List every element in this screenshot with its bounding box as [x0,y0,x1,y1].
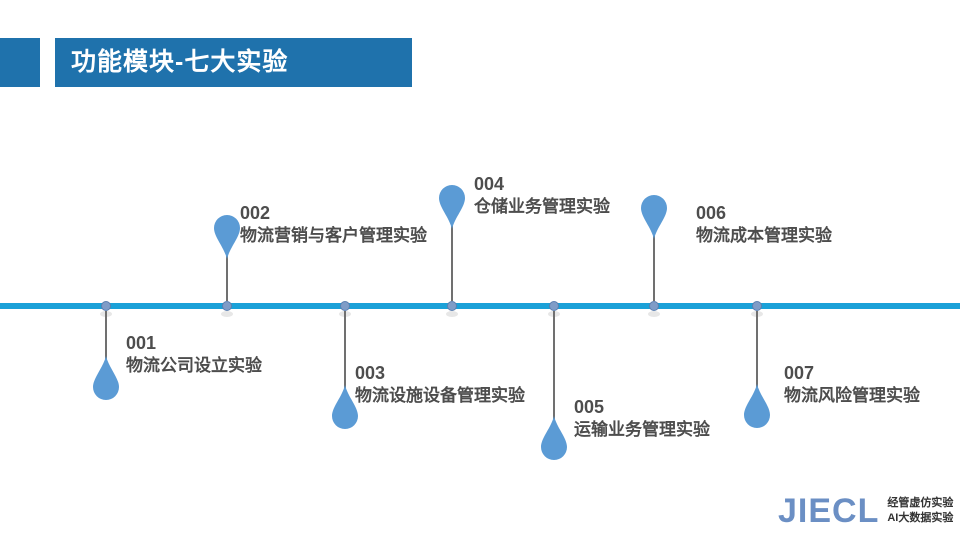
page-title: 功能模块-七大实验 [71,48,289,76]
timeline-dot-002 [221,301,233,317]
drop-pin-icon [214,213,240,259]
header-bar: 功能模块-七大实验 [55,38,412,87]
stem-003 [344,311,346,393]
item-number: 006 [696,203,727,223]
logo-line-1: 经管虚仿实验 [887,497,954,509]
item-title: 物流成本管理实验 [696,226,832,245]
item-number: 001 [126,333,157,353]
timeline-item-005: 005 运输业务管理实验 [574,396,710,442]
item-title: 运输业务管理实验 [574,420,710,439]
timeline-line [0,303,960,309]
drop-pin-icon [641,193,667,239]
item-number: 005 [574,397,605,417]
item-number: 007 [784,363,815,383]
header-accent-block [0,38,40,87]
timeline-dot-005 [548,301,560,317]
timeline-dot-003 [339,301,351,317]
timeline-item-001: 001 物流公司设立实验 [126,332,262,378]
drop-pin-icon [541,416,567,462]
timeline-dot-004 [446,301,458,317]
drop-pin-icon [93,356,119,402]
stem-004 [451,215,453,301]
item-title: 物流营销与客户管理实验 [240,226,427,245]
item-number: 004 [474,174,505,194]
item-title: 物流设施设备管理实验 [355,386,525,405]
item-title: 物流风险管理实验 [784,386,920,405]
stem-001 [105,311,107,367]
timeline-item-007: 007 物流风险管理实验 [784,362,920,408]
drop-pin-icon [439,183,465,229]
item-number: 003 [355,363,386,383]
logo-line-2: AI大数据实验 [887,512,954,524]
drop-pin-icon [744,384,770,430]
timeline-item-002: 002 物流营销与客户管理实验 [240,202,427,248]
item-title: 物流公司设立实验 [126,356,262,375]
item-number: 002 [240,203,271,223]
logo-mark: JIECL [778,492,880,530]
timeline-dot-001 [100,301,112,317]
stem-006 [653,224,655,301]
timeline-item-004: 004 仓储业务管理实验 [474,173,610,219]
timeline-dot-006 [648,301,660,317]
timeline-item-003: 003 物流设施设备管理实验 [355,362,525,408]
stem-007 [756,311,758,393]
stem-005 [553,311,555,427]
logo-subtitle: 经管虚仿实验 AI大数据实验 [887,496,953,526]
drop-pin-icon [332,385,358,431]
item-title: 仓储业务管理实验 [474,197,610,216]
stem-002 [226,245,228,301]
brand-logo: JIECL 经管虚仿实验 AI大数据实验 [778,493,953,529]
timeline-item-006: 006 物流成本管理实验 [696,202,832,248]
timeline-dot-007 [751,301,763,317]
